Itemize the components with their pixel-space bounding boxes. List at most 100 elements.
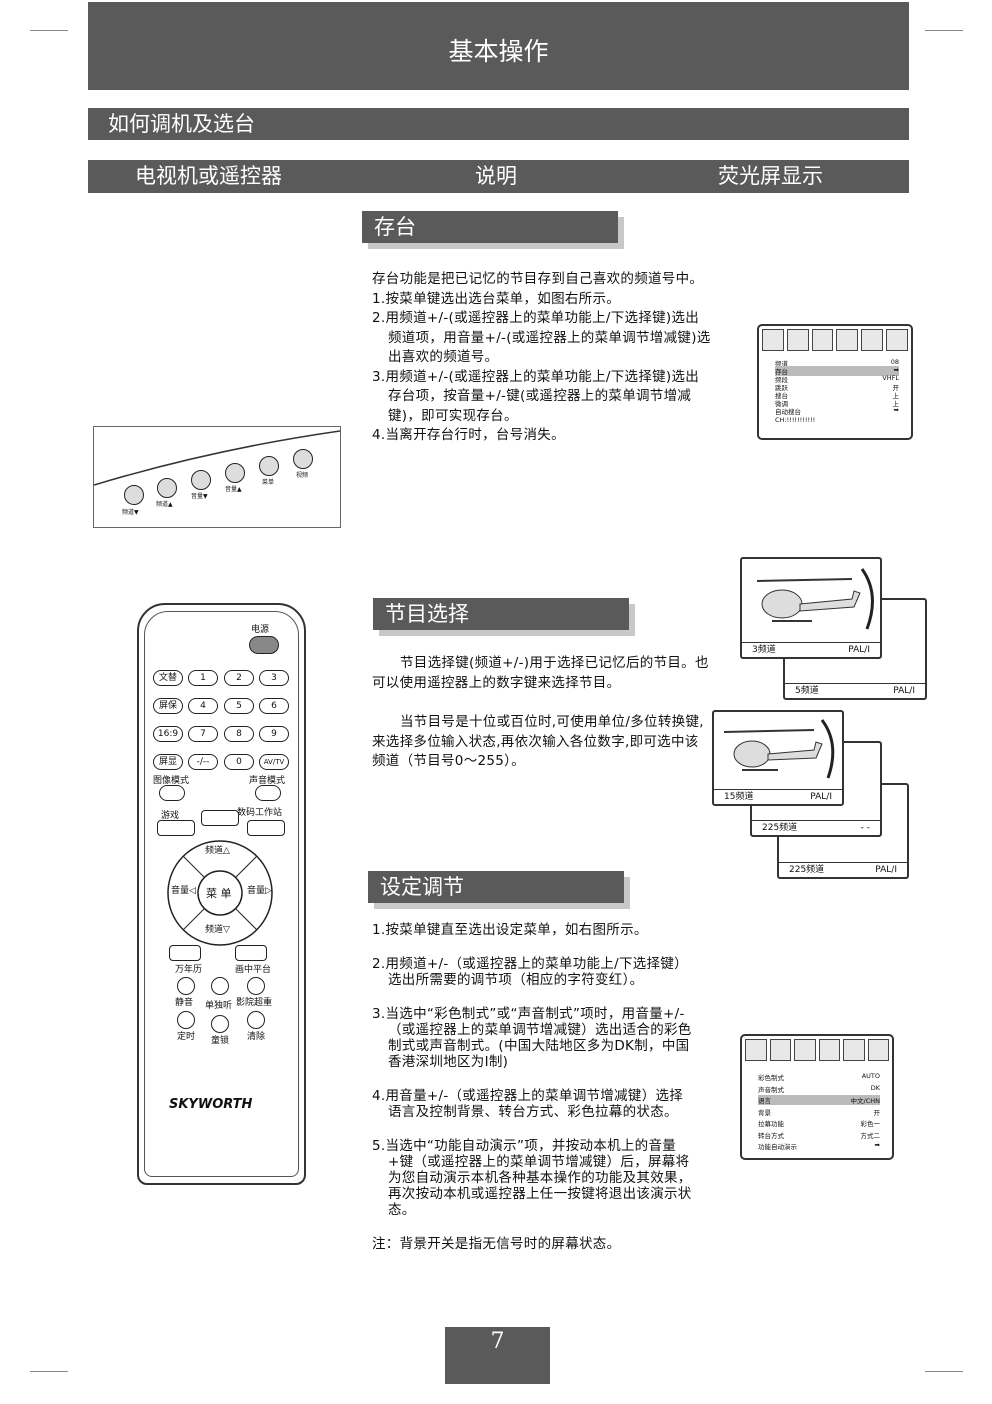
- key-button[interactable]: 5: [224, 698, 254, 714]
- panel-button[interactable]: [124, 485, 144, 505]
- column-header-screen: 荧光屏显示: [718, 164, 823, 188]
- section-store-text: 存台功能是把已记忆的节目存到自己喜欢的频道号中。 1.按菜单键选出选台菜单，如图…: [372, 270, 712, 446]
- section-settings-text: 1.按菜单键直至选出设定菜单，如右图所示。 2.用频道+/-（或遥控器上的菜单功…: [372, 922, 694, 1252]
- panel-button-label: 视频: [296, 472, 309, 479]
- section-settings-title: 设定调节: [368, 871, 624, 903]
- settings-step: 4.用音量+/-（或遥控器上的菜单调节增减键）选择语言及控制背景、转台方式、彩色…: [372, 1088, 684, 1120]
- key-button[interactable]: 文替: [153, 670, 183, 686]
- timer-button[interactable]: [177, 1011, 195, 1029]
- navigation-ring[interactable]: [165, 838, 275, 948]
- helicopter-illustration: [756, 568, 874, 630]
- screen-system: PAL/I: [875, 865, 897, 875]
- screen-system: - -: [860, 823, 870, 833]
- panel-button[interactable]: [259, 456, 279, 476]
- osd-row: 存台➡: [775, 366, 899, 376]
- blank-button[interactable]: [201, 810, 239, 826]
- lock-button[interactable]: [211, 1015, 229, 1033]
- panel-button-label: 音量▲: [225, 486, 242, 493]
- panel-button[interactable]: [225, 463, 245, 483]
- column-header-device: 电视机或遥控器: [135, 164, 282, 188]
- channel-up-label[interactable]: 频道△: [205, 846, 230, 856]
- crop-mark: [925, 1371, 963, 1372]
- page-title: 基本操作: [88, 2, 909, 90]
- key-button[interactable]: 7: [188, 726, 218, 742]
- section-heading: 如何调机及选台: [88, 108, 909, 140]
- key-button[interactable]: 0: [224, 754, 254, 770]
- clear-label: 清除: [247, 1032, 266, 1042]
- store-step: 1.按菜单键选出选台菜单，如图右所示。: [372, 290, 621, 307]
- channel-down-label[interactable]: 频道▽: [205, 925, 230, 935]
- key-button[interactable]: 9: [259, 726, 289, 742]
- crop-mark: [30, 1371, 68, 1372]
- section-store-intro: 存台功能是把已记忆的节目存到自己喜欢的频道号中。: [372, 271, 704, 287]
- image-mode-button[interactable]: [159, 785, 185, 801]
- key-button[interactable]: 16:9: [153, 726, 183, 742]
- key-button[interactable]: 1: [188, 670, 218, 686]
- screen-channel: 225频道: [762, 823, 798, 833]
- game-label: 游戏: [161, 811, 180, 821]
- key-button[interactable]: 屏保: [153, 698, 183, 714]
- game-button[interactable]: [157, 820, 195, 836]
- lock-label: 童锁: [211, 1036, 230, 1046]
- remote-control: 电源 文替 1 2 3 屏保 4 5 6 16:9 7 8 9 屏显 -/-- …: [137, 603, 306, 1185]
- mono-button[interactable]: [211, 977, 229, 995]
- key-button[interactable]: 屏显: [153, 754, 183, 770]
- calendar-button[interactable]: [169, 945, 201, 961]
- image-mode-label: 图像模式: [153, 776, 190, 786]
- osd-row: 跳跃开: [775, 384, 899, 392]
- key-button[interactable]: 3: [259, 670, 289, 686]
- volume-right-label[interactable]: 音量▷: [247, 886, 272, 896]
- cinema-label: 影院超重: [236, 998, 273, 1008]
- key-button[interactable]: 8: [224, 726, 254, 742]
- key-button[interactable]: 6: [259, 698, 289, 714]
- program-para: 当节目号是十位或百位时,可使用单位/多位转换键,来选择多位输入状态,再依次输入各…: [372, 714, 704, 769]
- screen-system: PAL/I: [810, 792, 832, 802]
- digital-label: 数码工作站: [237, 808, 283, 818]
- osd-row: 背景开: [758, 1109, 880, 1117]
- power-label: 电源: [251, 625, 270, 635]
- osd-icon-strip: [745, 1039, 889, 1061]
- key-button[interactable]: 2: [224, 670, 254, 686]
- tv-front-panel: 频道▼ 频道▲ 音量▼ 音量▲ 菜单 视频: [93, 426, 341, 528]
- dual-label: 画中平台: [235, 965, 272, 975]
- osd-row: 拉幕功能彩色一: [758, 1120, 880, 1128]
- crop-mark: [925, 30, 963, 31]
- tv-screen: 15频道 PAL/I: [712, 710, 844, 806]
- mute-button[interactable]: [177, 977, 195, 995]
- sound-mode-button[interactable]: [255, 785, 281, 801]
- mute-label: 静音: [175, 998, 194, 1008]
- panel-button[interactable]: [293, 449, 313, 469]
- mono-label: 单独听: [205, 1001, 233, 1011]
- crop-mark: [30, 30, 68, 31]
- digital-button[interactable]: [247, 820, 285, 836]
- panel-button-label: 频道▲: [156, 501, 173, 508]
- osd-row: 微调上: [775, 400, 899, 408]
- brand-logo: SKYWORTH: [169, 1097, 253, 1112]
- osd-footer: CH:!!!!!!!!!!!: [775, 416, 816, 424]
- column-header-bar: 电视机或遥控器 说明 荧光屏显示: [88, 160, 909, 193]
- panel-button[interactable]: [157, 478, 177, 498]
- clear-button[interactable]: [247, 1011, 265, 1029]
- panel-button[interactable]: [191, 470, 211, 490]
- screen-system: PAL/I: [848, 645, 870, 655]
- key-button[interactable]: AV/TV: [259, 754, 289, 770]
- menu-button[interactable]: 菜 单: [206, 887, 232, 900]
- key-button[interactable]: 4: [188, 698, 218, 714]
- key-button[interactable]: -/--: [188, 754, 218, 770]
- osd-row: 转台方式方式二: [758, 1132, 880, 1140]
- store-step: 4.当离开存台行时，台号消失。: [372, 427, 565, 443]
- panel-button-label: 音量▼: [191, 493, 208, 500]
- power-button[interactable]: [249, 636, 279, 654]
- screen-channel: 15频道: [724, 792, 754, 802]
- cinema-button[interactable]: [247, 977, 265, 995]
- program-para: 节目选择键(频道+/-)用于选择已记忆后的节目。也可以使用遥控器上的数字键来选择…: [372, 655, 709, 691]
- dual-button[interactable]: [235, 945, 267, 961]
- helicopter-illustration: [723, 719, 835, 779]
- volume-left-label[interactable]: 音量◁: [171, 886, 196, 896]
- osd-icon-strip: [762, 329, 908, 351]
